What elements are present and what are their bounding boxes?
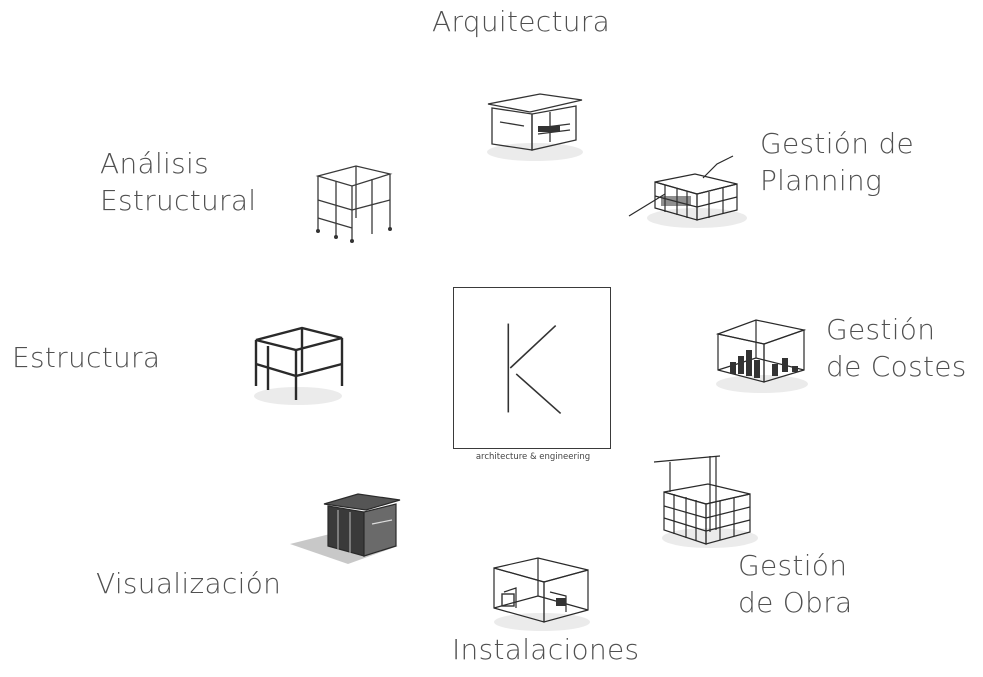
- label-instalaciones: Instalaciones: [452, 633, 640, 666]
- cost-chart-cube-icon: [710, 312, 810, 397]
- house-sketch-icon: [480, 86, 590, 166]
- label-obra: Gestión de Obra: [738, 549, 853, 619]
- installations-cube-icon: [486, 552, 596, 634]
- rendered-building-icon: [288, 484, 408, 580]
- label-costes: Gestión de Costes: [826, 313, 967, 383]
- k-monogram-logo: [507, 323, 562, 415]
- label-estructura: Estructura: [12, 341, 161, 374]
- frame-structure-icon: [248, 320, 348, 408]
- label-arquitectura: Arquitectura: [432, 5, 611, 38]
- label-visualizacion: Visualización: [96, 567, 282, 600]
- label-analisis-estructural: Análisis Estructural: [100, 147, 257, 217]
- crane-site-icon: [650, 452, 760, 552]
- center-logo: [453, 287, 611, 449]
- scaffold-plan-icon: [625, 152, 750, 234]
- logo-tagline: architecture & engineering: [475, 452, 591, 462]
- label-planning: Gestión de Planning: [760, 127, 915, 197]
- structural-frame-icon: [312, 160, 396, 246]
